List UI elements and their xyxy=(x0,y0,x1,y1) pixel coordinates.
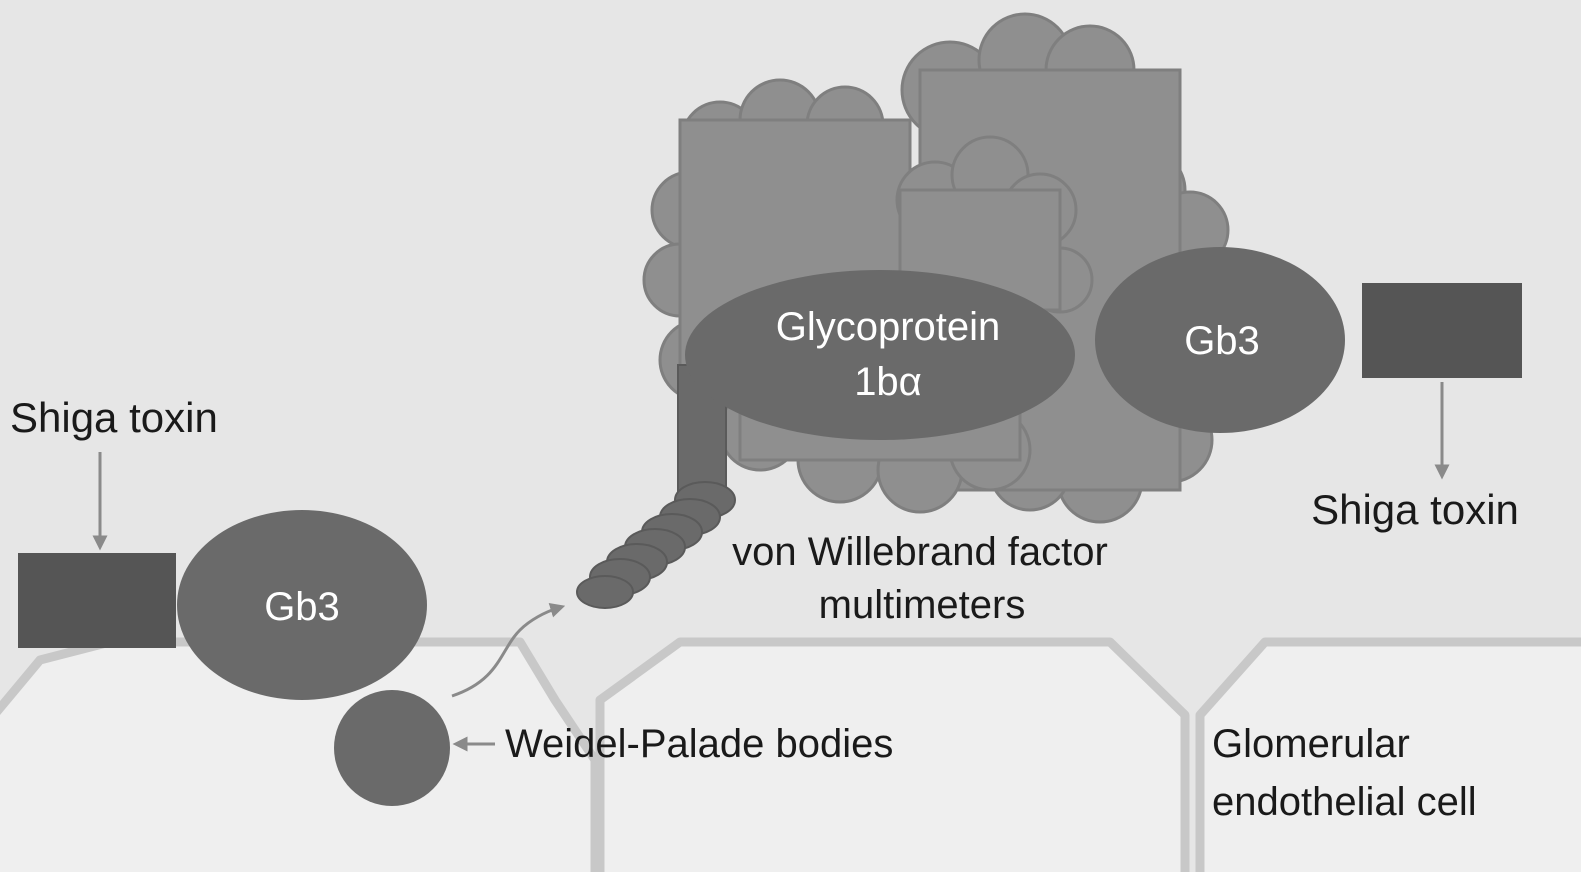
gb3-left-label: Gb3 xyxy=(264,585,340,629)
vwf-label-line1: von Willebrand factor xyxy=(732,530,1108,574)
gb3-right xyxy=(1095,247,1345,433)
shiga-toxin-label-right: Shiga toxin xyxy=(1311,486,1519,533)
glycoprotein-1b-alpha xyxy=(685,270,1075,440)
endothelial-label-line1: Glomerular xyxy=(1212,722,1410,766)
endothelial-cell-left xyxy=(0,637,600,872)
shiga-toxin-label-left: Shiga toxin xyxy=(10,394,218,441)
weibel-palade-label: Weidel-Palade bodies xyxy=(505,722,893,766)
shiga-toxin-box-right xyxy=(1362,283,1522,378)
secretion-arrow xyxy=(451,603,566,698)
shiga-toxin-box-left xyxy=(18,553,176,648)
gb3-right-label: Gb3 xyxy=(1184,319,1260,363)
endothelial-cell-right xyxy=(1195,637,1581,872)
gb3-left xyxy=(177,510,427,700)
endothelial-label-line2: endothelial cell xyxy=(1212,780,1477,824)
weibel-palade-body xyxy=(334,690,450,806)
endothelial-cell-middle xyxy=(595,637,1190,872)
glycoprotein-label-line2: 1bα xyxy=(854,360,922,404)
endothelial-cell-layer xyxy=(0,637,1581,872)
cloud-front-middle xyxy=(895,135,1094,314)
glycoprotein-label-line1: Glycoprotein xyxy=(776,305,1001,349)
vwf-label-line2: multimeters xyxy=(819,583,1026,627)
